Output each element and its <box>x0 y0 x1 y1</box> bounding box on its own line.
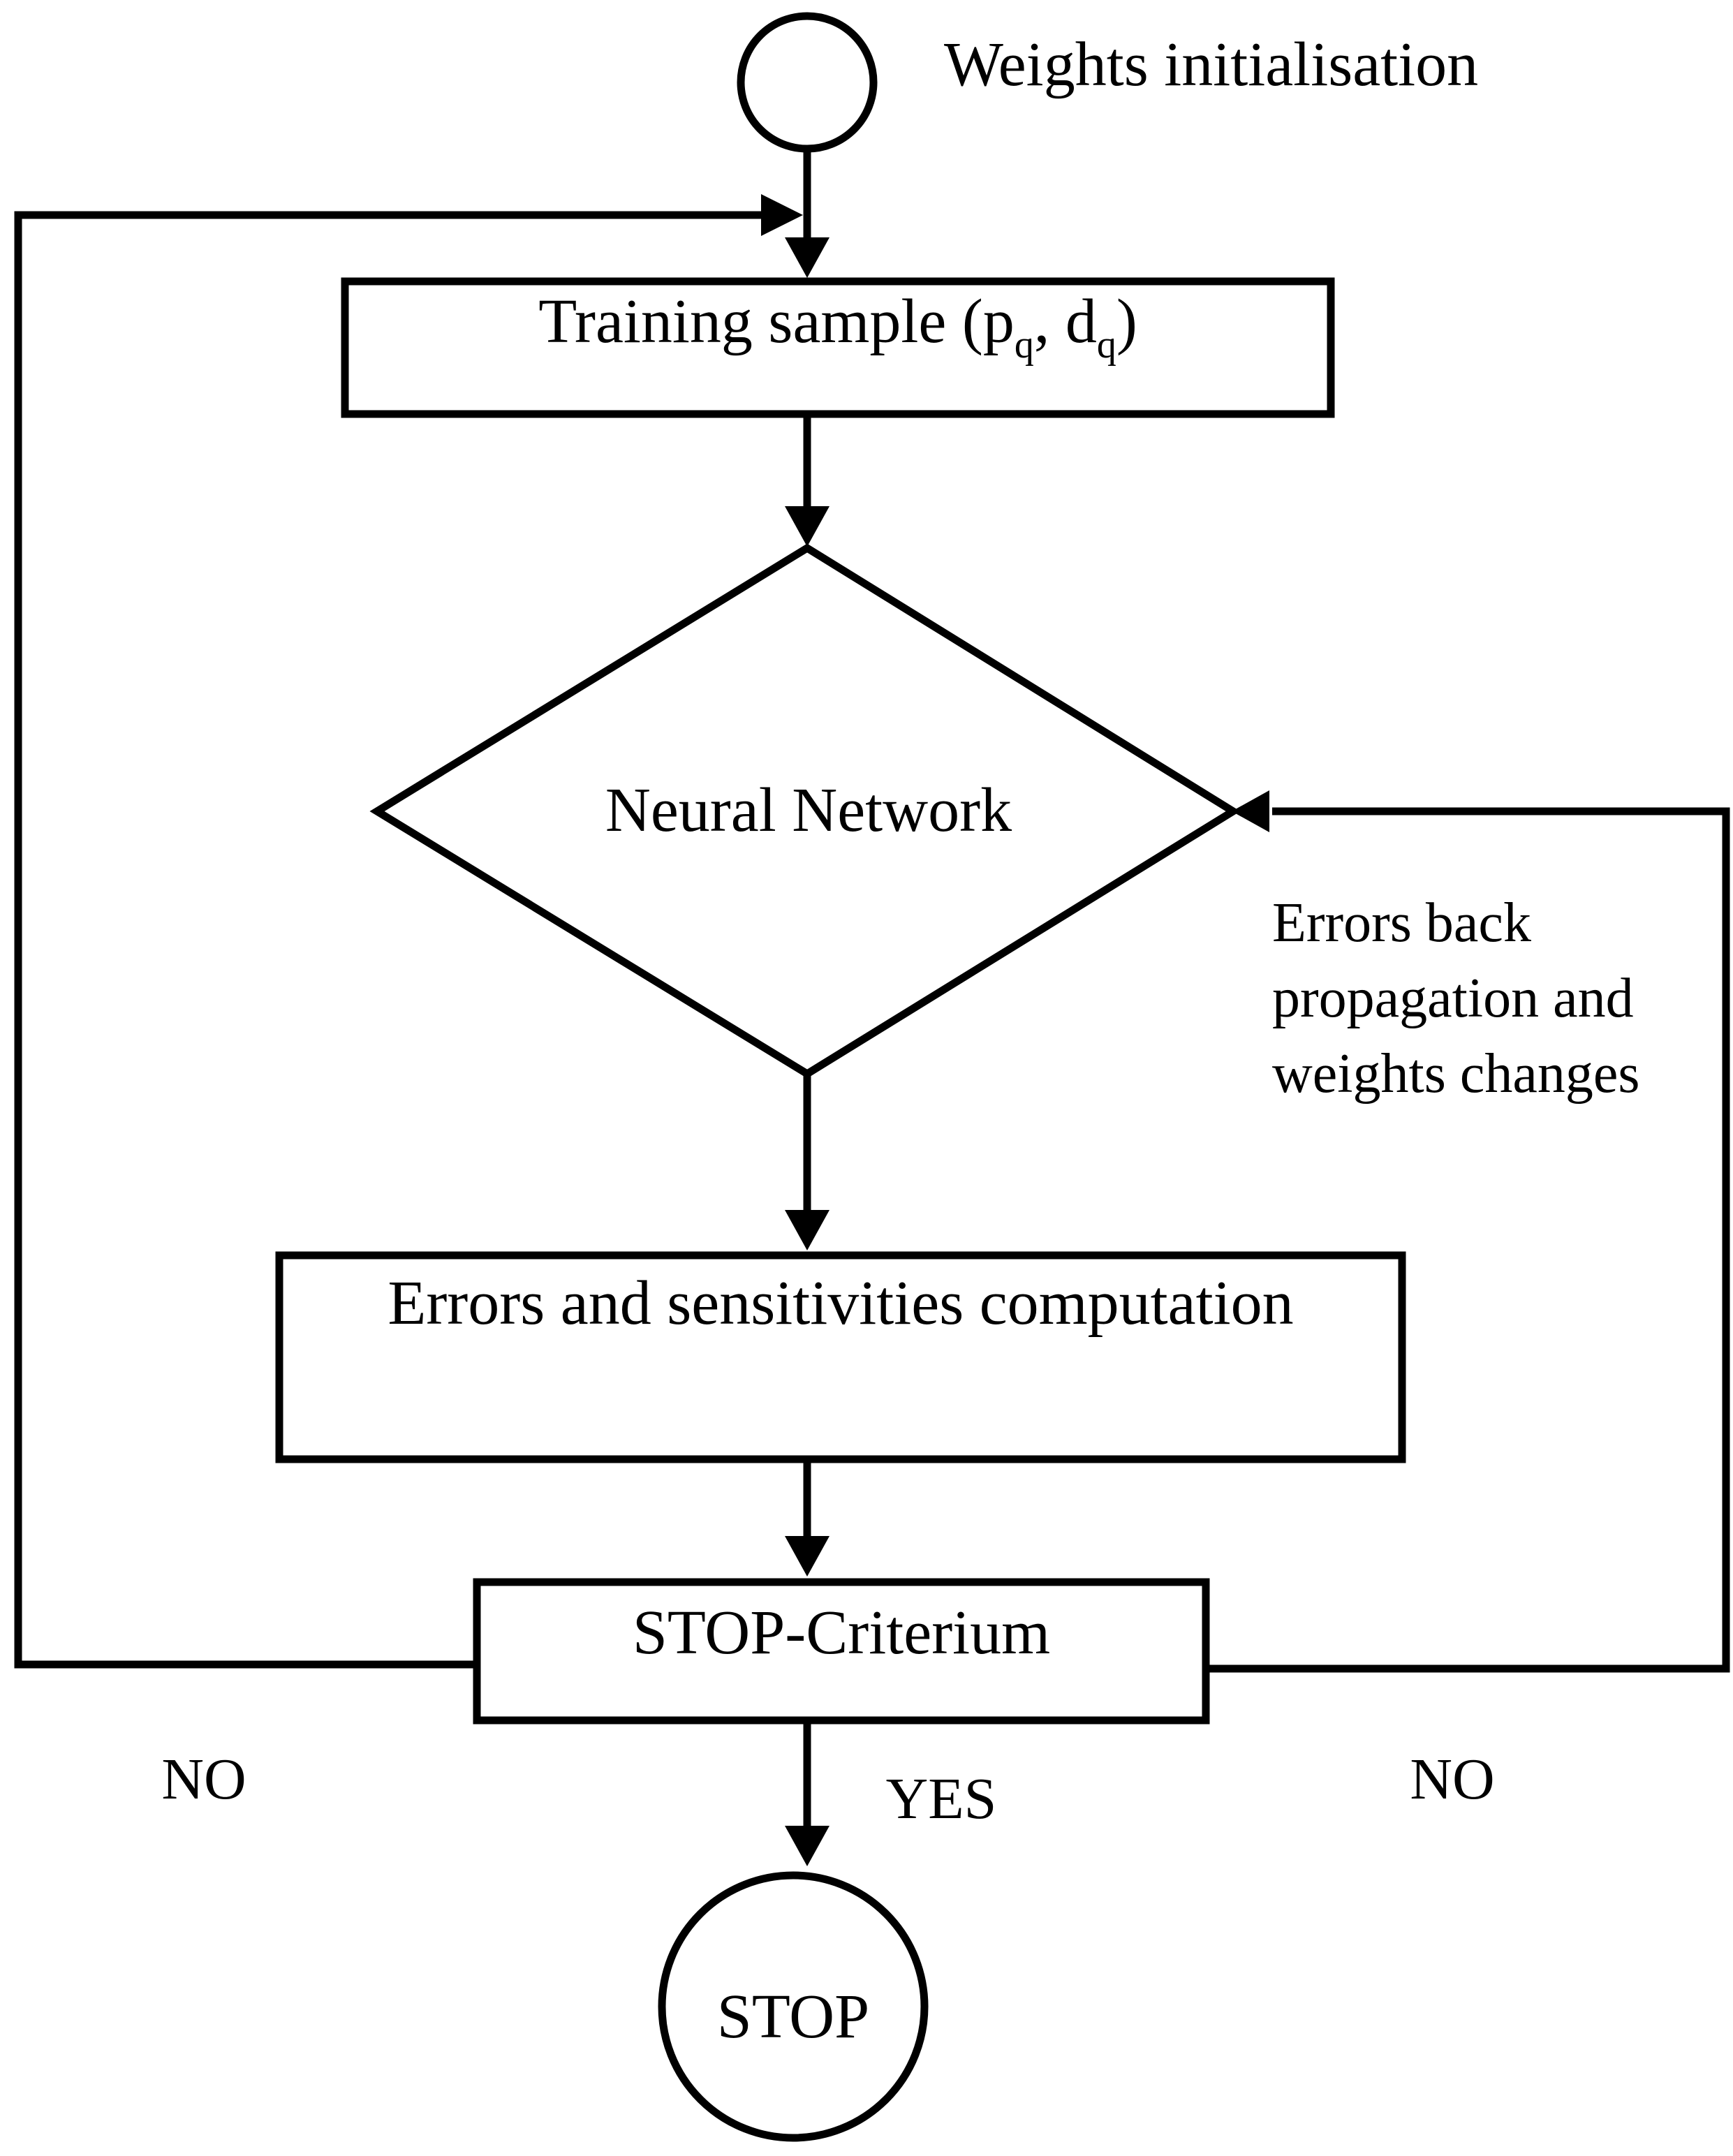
no-left-label: NO <box>161 1747 246 1812</box>
arrowhead-training <box>785 237 829 278</box>
stop-circle <box>658 1871 929 2142</box>
errors-computation-label: Errors and sensitivities computation <box>388 1269 1293 1338</box>
backprop-line2: propagation and <box>1272 968 1634 1029</box>
arrowhead-network <box>785 506 829 547</box>
neural-network-label: Neural Network <box>605 776 1012 845</box>
yes-label: YES <box>886 1766 997 1831</box>
arrowhead-loop-right <box>1232 790 1269 832</box>
no-right-label: NO <box>1410 1747 1494 1812</box>
backprop-line1: Errors back <box>1272 892 1531 954</box>
loop-right-no <box>1209 807 1730 1673</box>
stop-criterium-box <box>473 1578 1210 1725</box>
start-circle <box>737 12 878 153</box>
arrowhead-stop <box>785 1826 829 1866</box>
stop-criterium-label: STOP-Criterium <box>633 1598 1050 1667</box>
arrowhead-errors <box>785 1210 829 1250</box>
backprop-line3: weights changes <box>1272 1043 1640 1105</box>
training-sample-box <box>341 277 1335 418</box>
arrowhead-loop-left <box>761 194 803 236</box>
arrowhead-criterium <box>785 1536 829 1577</box>
start-label: Weights initialisation <box>944 30 1478 99</box>
training-sample-label: Training sample (pq, dq) <box>538 287 1137 367</box>
stop-label: STOP <box>717 1982 869 2051</box>
errors-computation-box <box>275 1251 1406 1463</box>
loop-left-no <box>14 211 768 1669</box>
